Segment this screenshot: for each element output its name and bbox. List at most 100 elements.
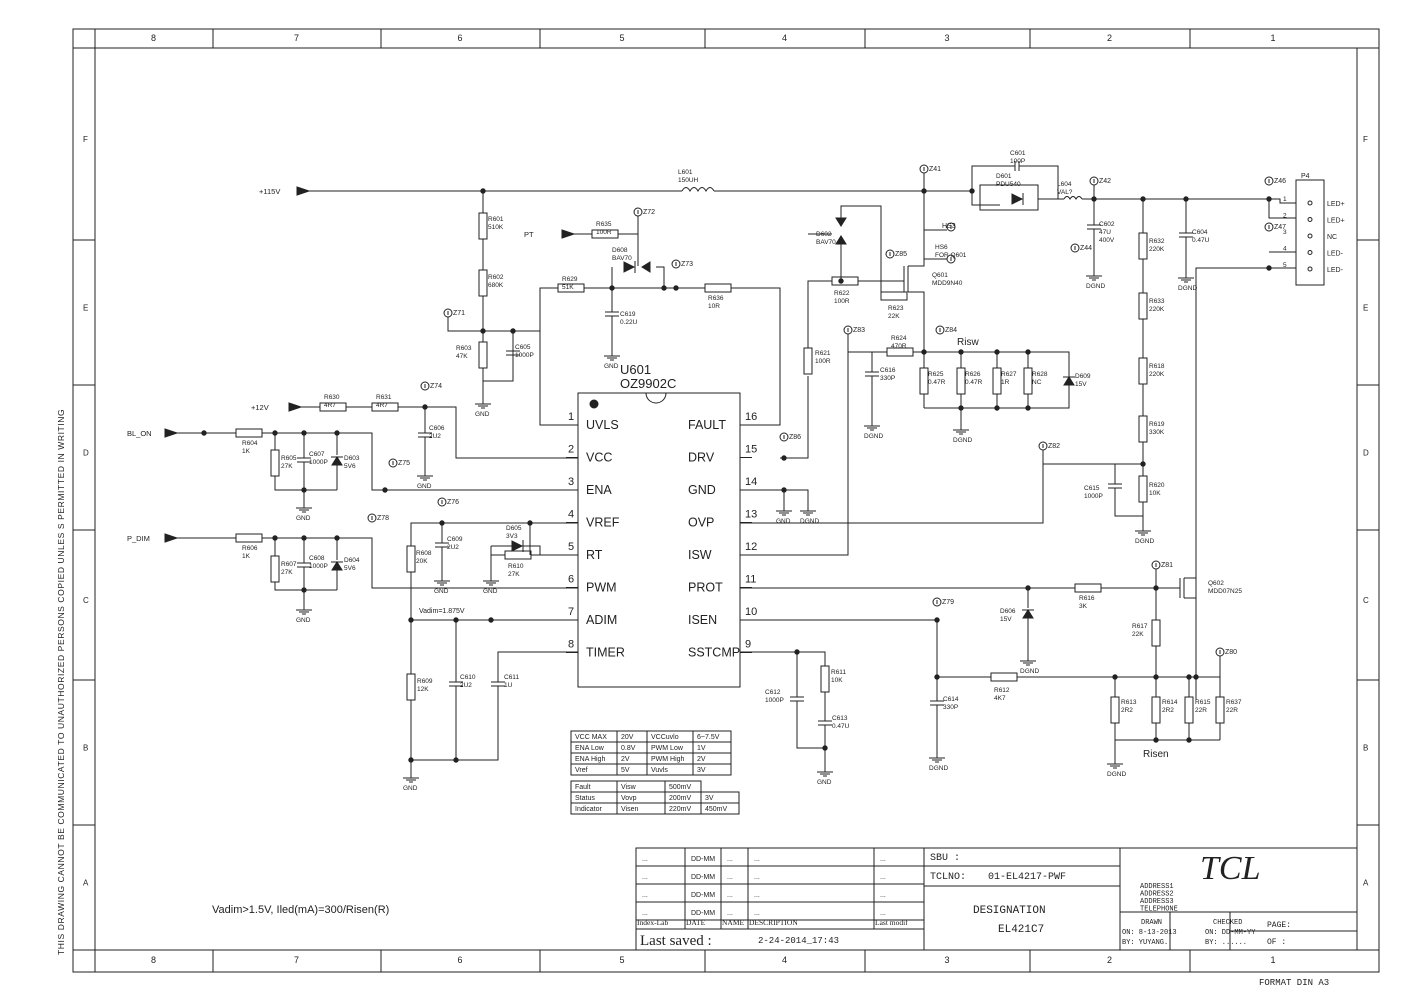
ground-label: GND	[434, 588, 449, 595]
label-c616: C616	[880, 367, 896, 374]
ic-pin-name: PROT	[688, 581, 723, 595]
testpoint-z44	[1070, 243, 1080, 253]
ic-pin-number: 12	[745, 541, 757, 553]
label-c614: 330P	[943, 704, 958, 711]
testpoint-z41	[919, 164, 929, 174]
label-r627: 1R	[1001, 379, 1010, 386]
components	[164, 161, 1274, 783]
label-r605: R605	[281, 455, 297, 462]
ground-label: GND	[296, 617, 311, 624]
ic-pins: 1UVLS2VCC3ENA4VREF5RT6PWM7ADIM8TIMER16FA…	[566, 411, 757, 660]
resistor-r608	[406, 545, 416, 573]
col-label-top: 4	[782, 33, 787, 43]
junction-dot	[453, 757, 459, 763]
spec-cell-text: 6~7.5V	[697, 734, 720, 741]
label-r625: 0.47R	[928, 379, 946, 386]
spec-cell-text: ENA Low	[575, 745, 605, 752]
wire	[539, 287, 558, 425]
format-label: FORMAT DIN A3	[1259, 978, 1329, 988]
ground-label: GND	[817, 779, 832, 786]
row-label-left: A	[83, 879, 89, 888]
label-r601: R601	[488, 216, 504, 223]
label-c605: 1000P	[515, 352, 534, 359]
resistor-r616	[1074, 583, 1102, 593]
ic-part: OZ9902C	[620, 376, 676, 391]
resistor-r626	[956, 367, 966, 395]
resistor-r629	[557, 283, 585, 293]
testpoint-z81	[1151, 560, 1161, 570]
label-r630: 4R7	[324, 402, 336, 409]
testpoint-label: Z81	[1161, 562, 1173, 569]
label-r626: 0.47R	[965, 379, 983, 386]
junction-dot	[201, 430, 207, 436]
testpoint-label: Z47	[1274, 224, 1286, 231]
label-d604: 5V6	[344, 565, 356, 572]
label-r613: 2R2	[1121, 707, 1133, 714]
label-c607: C607	[309, 451, 325, 458]
col-label-top: 7	[294, 33, 299, 43]
spec-cell-text: 3V	[697, 767, 706, 774]
ic-ref: U601	[620, 362, 651, 377]
rev-cell: ...	[727, 892, 733, 899]
address-line: TELEPHONE	[1140, 906, 1178, 914]
connector-pin	[1307, 250, 1313, 255]
diode-d601	[1011, 193, 1024, 205]
wire	[274, 582, 337, 591]
testpoint-label: Z42	[1099, 178, 1111, 185]
ic-pin-number: 13	[745, 509, 757, 521]
wire	[924, 385, 1070, 409]
label-r621: 100R	[815, 358, 831, 365]
tclno-label: TCLNO:	[930, 872, 966, 883]
rev-header: NAME	[722, 918, 745, 927]
label-r628: R628	[1032, 371, 1048, 378]
label-r615: R615	[1195, 699, 1211, 706]
connector-pin-number: 2	[1283, 213, 1287, 220]
label-r620: 10K	[1149, 490, 1161, 497]
port-arrow	[164, 428, 179, 438]
connector-pin-number: 3	[1283, 229, 1287, 236]
label-hs6: HS6	[935, 244, 948, 251]
ic-pin-number: 10	[745, 606, 757, 618]
wire	[410, 522, 530, 546]
row-label-right: E	[1363, 304, 1368, 313]
col-label-bottom: 8	[151, 955, 156, 965]
resistor-r611	[820, 665, 830, 693]
net-risen: Risen	[1143, 749, 1169, 760]
net-risw: Risw	[957, 337, 979, 348]
label-r633: R633	[1149, 298, 1165, 305]
connector-pin-number: 4	[1283, 246, 1287, 253]
ic-pin-number: 7	[568, 606, 574, 618]
label-r608: R608	[416, 550, 432, 557]
testpoint-label: Z74	[430, 383, 442, 390]
wire	[740, 352, 849, 556]
label-r624: R624	[891, 335, 907, 342]
rev-cell: ...	[642, 874, 648, 881]
col-label-top: 6	[458, 33, 463, 43]
row-label-left: D	[83, 449, 89, 458]
junction-dot	[838, 278, 844, 284]
ic-pin-name: DRV	[688, 451, 715, 465]
testpoint-z85	[885, 249, 895, 259]
testpoint-label: Z85	[895, 251, 907, 258]
last-saved-label: Last saved :	[640, 933, 712, 949]
connector-pin	[1307, 217, 1313, 222]
spec-cell	[700, 802, 740, 815]
label-r617: 22K	[1132, 631, 1144, 638]
label-c602: C602	[1099, 221, 1115, 228]
spec-cell-text: Fault	[575, 784, 591, 791]
resistor-r614	[1151, 696, 1161, 724]
label-c602: 400V	[1099, 237, 1115, 244]
testpoint-label: Z46	[1274, 178, 1286, 185]
col-label-top: 2	[1107, 33, 1112, 43]
ground-label: GND	[296, 515, 311, 522]
wire	[274, 476, 337, 491]
resistor-r606	[235, 533, 263, 543]
testpoint-label: Z84	[945, 327, 957, 334]
label-d604: D604	[344, 557, 360, 564]
ic-pin-number: 14	[745, 476, 757, 488]
rev-cell: ...	[642, 892, 648, 899]
ic-pin-name: VCC	[586, 451, 612, 465]
